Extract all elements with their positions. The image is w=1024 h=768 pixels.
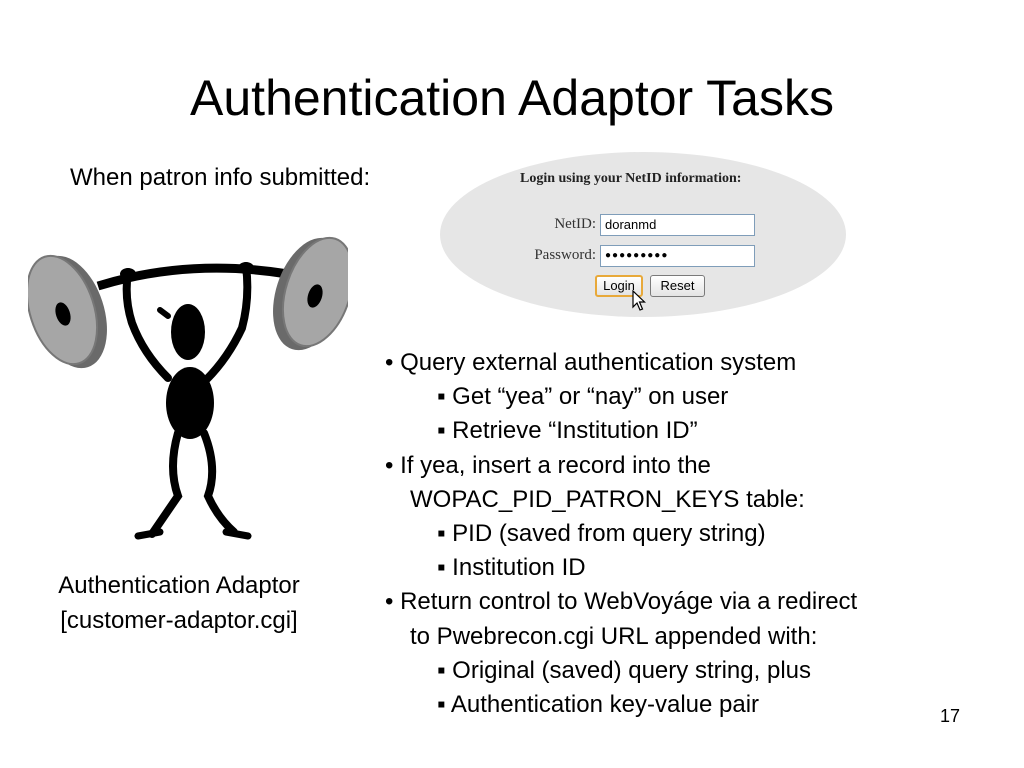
sub-bullet-query-string: ▪ Original (saved) query string, plus	[437, 656, 811, 684]
mouse-pointer-icon	[632, 290, 646, 311]
caption-line-2: [customer-adaptor.cgi]	[60, 607, 298, 634]
bullet-return-control-cont: to Pwebrecon.cgi URL appended with:	[410, 622, 818, 650]
bullet-insert-record-cont: WOPAC_PID_PATRON_KEYS table:	[410, 485, 805, 513]
left-weight-plate	[28, 254, 107, 369]
weightlifter-illustration	[28, 236, 348, 540]
task-bullet-list: • Query external authentication system ▪…	[385, 346, 857, 722]
reset-button[interactable]: Reset	[650, 275, 705, 297]
caption-line-1: Authentication Adaptor	[58, 572, 300, 599]
password-input[interactable]: ●●●●●●●●●	[600, 245, 755, 267]
bullet-insert-record: • If yea, insert a record into the	[385, 451, 711, 479]
sub-bullet-key-value: ▪ Authentication key-value pair	[437, 691, 760, 719]
figure-caption: Authentication Adaptor [customer-adaptor…	[20, 568, 338, 638]
page-number: 17	[940, 706, 961, 726]
right-weight-plate	[273, 236, 348, 351]
sub-bullet-yea-nay: ▪ Get “yea” or “nay” on user	[437, 383, 729, 411]
login-form-heading: Login using your NetID information:	[520, 171, 742, 186]
slide-title: Authentication Adaptor Tasks	[190, 70, 834, 126]
netid-input[interactable]: doranmd	[600, 214, 755, 236]
login-button[interactable]: Login	[595, 275, 643, 297]
login-form-screenshot: Login using your NetID information: NetI…	[440, 152, 846, 317]
sub-bullet-pid: ▪ PID (saved from query string)	[437, 520, 766, 548]
intro-text: When patron info submitted:	[70, 164, 371, 191]
password-label: Password:	[534, 247, 596, 263]
sub-bullet-institution-id: ▪ Retrieve “Institution ID”	[437, 417, 698, 445]
sub-bullet-institution: ▪ Institution ID	[437, 554, 586, 582]
bullet-return-control: • Return control to WebVoyáge via a redi…	[385, 588, 858, 616]
netid-label: NetID:	[554, 216, 596, 232]
bullet-query: • Query external authentication system	[385, 349, 797, 376]
